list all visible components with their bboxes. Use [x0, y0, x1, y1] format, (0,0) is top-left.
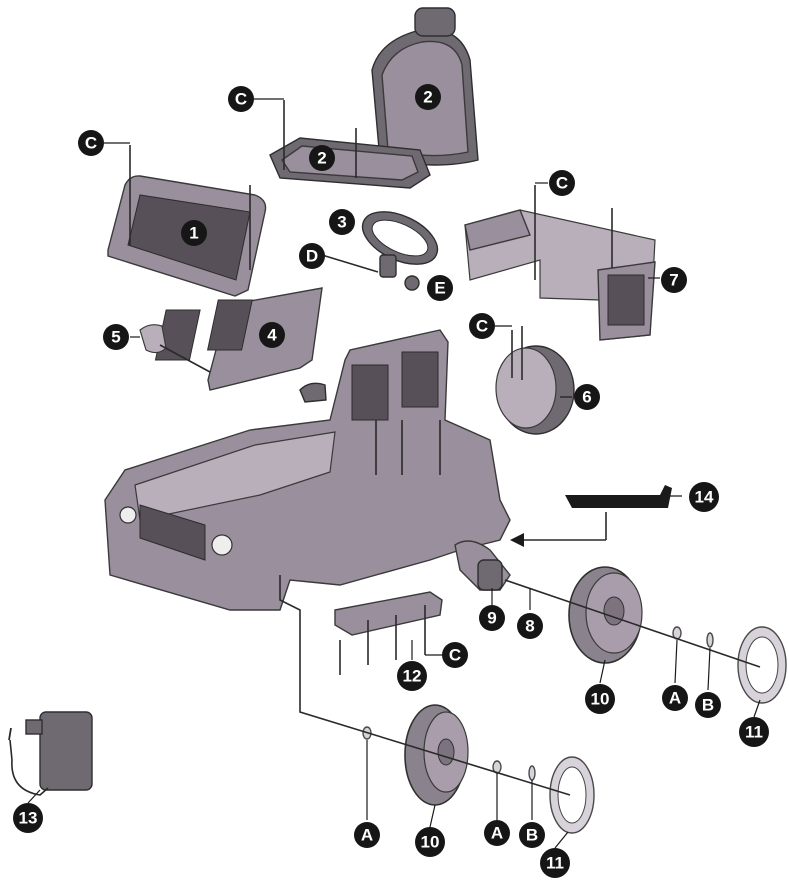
callout-c-left: C	[78, 130, 104, 156]
callout-10-left: 10	[415, 827, 445, 857]
callout-text: C	[449, 646, 461, 665]
callout-text: 8	[525, 617, 534, 636]
seat-cushion	[269, 137, 431, 189]
callout-c-spare: C	[469, 313, 495, 339]
callout-text: 6	[582, 388, 591, 407]
callout-text: 11	[546, 854, 564, 873]
callout-c-footrest: C	[442, 642, 468, 668]
callout-4: 4	[259, 322, 285, 348]
callout-text: 1	[189, 224, 198, 243]
callout-9: 9	[479, 605, 505, 631]
steering-wheel	[361, 211, 439, 291]
callout-1: 1	[181, 220, 207, 246]
axle-lines	[129, 100, 761, 796]
callout-14: 14	[689, 482, 719, 512]
callout-text: 14	[695, 488, 714, 507]
callout-e: E	[427, 275, 453, 301]
callout-text: E	[434, 279, 445, 298]
callout-12: 12	[397, 661, 427, 691]
callout-11-right: 11	[739, 717, 769, 747]
callout-text: 10	[421, 833, 440, 852]
car-body	[104, 329, 511, 611]
callout-text: 3	[337, 213, 346, 232]
callout-text: 13	[19, 809, 38, 828]
callout-text: 10	[591, 690, 610, 709]
callout-text: 2	[423, 88, 432, 107]
callout-10-right: 10	[585, 684, 615, 714]
callout-13: 13	[13, 803, 43, 833]
callout-text: B	[526, 826, 538, 845]
front-wheel-left	[404, 704, 469, 806]
charger-adapter	[8, 711, 93, 796]
callout-text: C	[556, 174, 568, 193]
side-mirror	[139, 324, 167, 354]
callout-text: 5	[111, 328, 120, 347]
callout-text: 12	[403, 667, 422, 686]
callout-text: B	[702, 696, 714, 715]
callout-text: 9	[487, 609, 496, 628]
callout-text: 2	[317, 149, 326, 168]
callout-text: 4	[267, 326, 277, 345]
callout-c-rear-box: C	[549, 170, 575, 196]
callout-text: A	[669, 689, 681, 708]
callout-text: 7	[669, 271, 678, 290]
door-panel	[154, 287, 323, 391]
footrest-bar	[334, 591, 443, 636]
callout-text: 11	[745, 723, 763, 742]
callout-11-left: 11	[540, 848, 570, 878]
callout-a-left: A	[354, 822, 380, 848]
callout-6: 6	[574, 384, 600, 410]
hubcap-left	[549, 756, 595, 834]
battery-bracket	[565, 485, 672, 508]
callout-text: A	[491, 824, 503, 843]
callout-8: 8	[517, 613, 543, 639]
hubcap-right	[737, 626, 787, 704]
motor-gearbox	[454, 540, 511, 591]
callout-a-left-outer: A	[484, 820, 510, 846]
pin-b-left	[528, 765, 536, 781]
callout-c-top: C	[228, 86, 254, 112]
callout-a-right: A	[662, 685, 688, 711]
callout-7: 7	[661, 267, 687, 293]
callout-text: A	[361, 826, 373, 845]
callout-text: D	[306, 247, 318, 266]
callout-text: C	[476, 317, 488, 336]
callout-text: C	[235, 90, 247, 109]
callout-b-left: B	[519, 822, 545, 848]
rear-wheel-right	[568, 566, 643, 664]
rear-storage-box	[464, 209, 656, 341]
callout-d: D	[299, 243, 325, 269]
spare-wheel-cover	[495, 345, 575, 435]
callout-b-right: B	[695, 692, 721, 718]
pin-b-right	[706, 632, 714, 648]
callout-3: 3	[329, 209, 355, 235]
callout-2-back: 2	[415, 84, 441, 110]
leader-lines	[27, 98, 761, 849]
callout-2-cushion: 2	[309, 145, 335, 171]
callout-text: C	[85, 134, 97, 153]
callout-5: 5	[103, 324, 129, 350]
